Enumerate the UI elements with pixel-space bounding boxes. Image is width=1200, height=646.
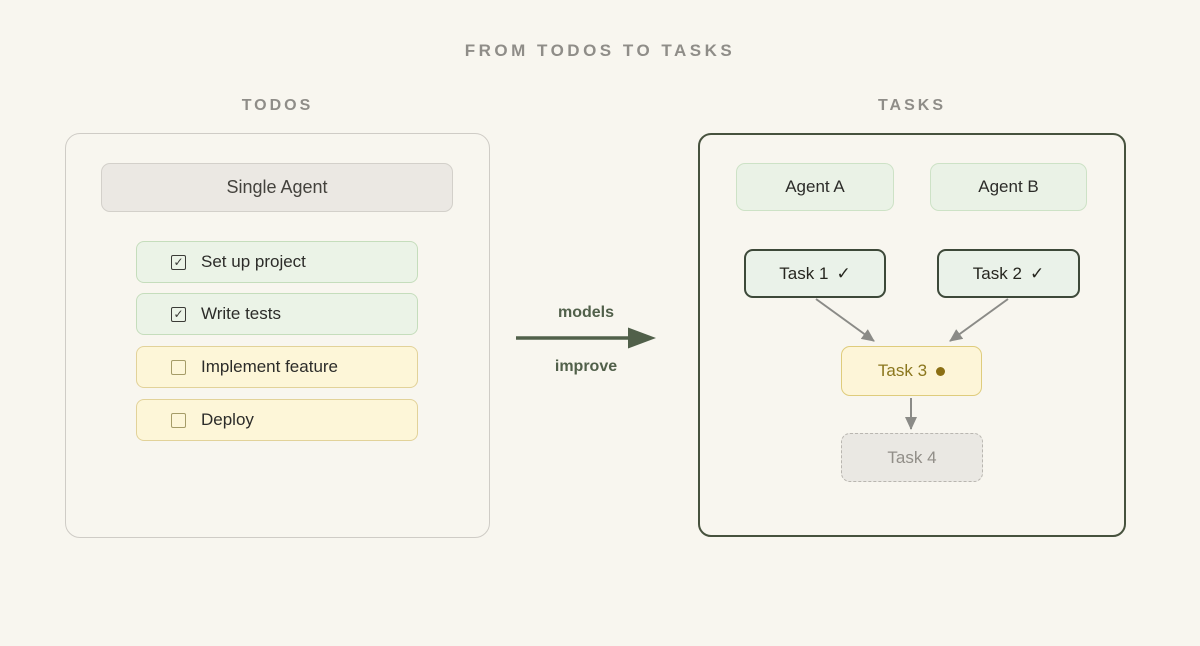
todos-heading: TODOS bbox=[241, 97, 314, 114]
todo-item-label: Write tests bbox=[201, 304, 281, 323]
agent-b-label: Agent B bbox=[978, 177, 1039, 196]
todo-item-label: Deploy bbox=[201, 410, 254, 429]
task-2-label: Task 2 bbox=[972, 263, 1022, 283]
task-2-box: Task 2 ✓ bbox=[937, 249, 1080, 298]
checked-checkbox-icon: ✓ bbox=[171, 306, 186, 322]
todo-item-implement-feature: Implement feature bbox=[136, 346, 418, 388]
task-1-box: Task 1 ✓ bbox=[744, 249, 886, 298]
single-agent-box: Single Agent bbox=[101, 163, 453, 212]
check-icon: ✓ bbox=[836, 263, 851, 283]
todo-item-set-up-project: ✓ Set up project bbox=[136, 241, 418, 283]
transition-label-models: models bbox=[557, 304, 614, 321]
agent-b-box: Agent B bbox=[930, 163, 1087, 211]
todo-item-deploy: Deploy bbox=[136, 399, 418, 441]
task-4-box: Task 4 bbox=[841, 433, 983, 482]
task-3-box: Task 3 bbox=[841, 346, 982, 396]
task-4-label: Task 4 bbox=[887, 447, 937, 467]
unchecked-checkbox-icon bbox=[171, 359, 186, 375]
task-1-label: Task 1 bbox=[779, 263, 829, 283]
todo-item-label: Set up project bbox=[201, 252, 306, 271]
diagram-title: FROM TODOS TO TASKS bbox=[464, 41, 736, 60]
tasks-panel bbox=[698, 133, 1126, 537]
agent-a-label: Agent A bbox=[785, 177, 845, 196]
todos-panel bbox=[65, 133, 490, 538]
todo-item-write-tests: ✓ Write tests bbox=[136, 293, 418, 335]
in-progress-dot-icon bbox=[936, 366, 946, 376]
agent-a-box: Agent A bbox=[736, 163, 894, 211]
checked-checkbox-icon: ✓ bbox=[171, 254, 186, 270]
transition-label-improve: improve bbox=[554, 358, 618, 375]
right-arrow-icon bbox=[516, 327, 656, 349]
task-3-label: Task 3 bbox=[877, 361, 928, 380]
single-agent-label: Single Agent bbox=[226, 177, 328, 197]
unchecked-checkbox-icon bbox=[171, 412, 186, 428]
check-icon: ✓ bbox=[1029, 263, 1045, 283]
tasks-heading: TASKS bbox=[877, 97, 947, 114]
todo-item-label: Implement feature bbox=[201, 357, 339, 376]
